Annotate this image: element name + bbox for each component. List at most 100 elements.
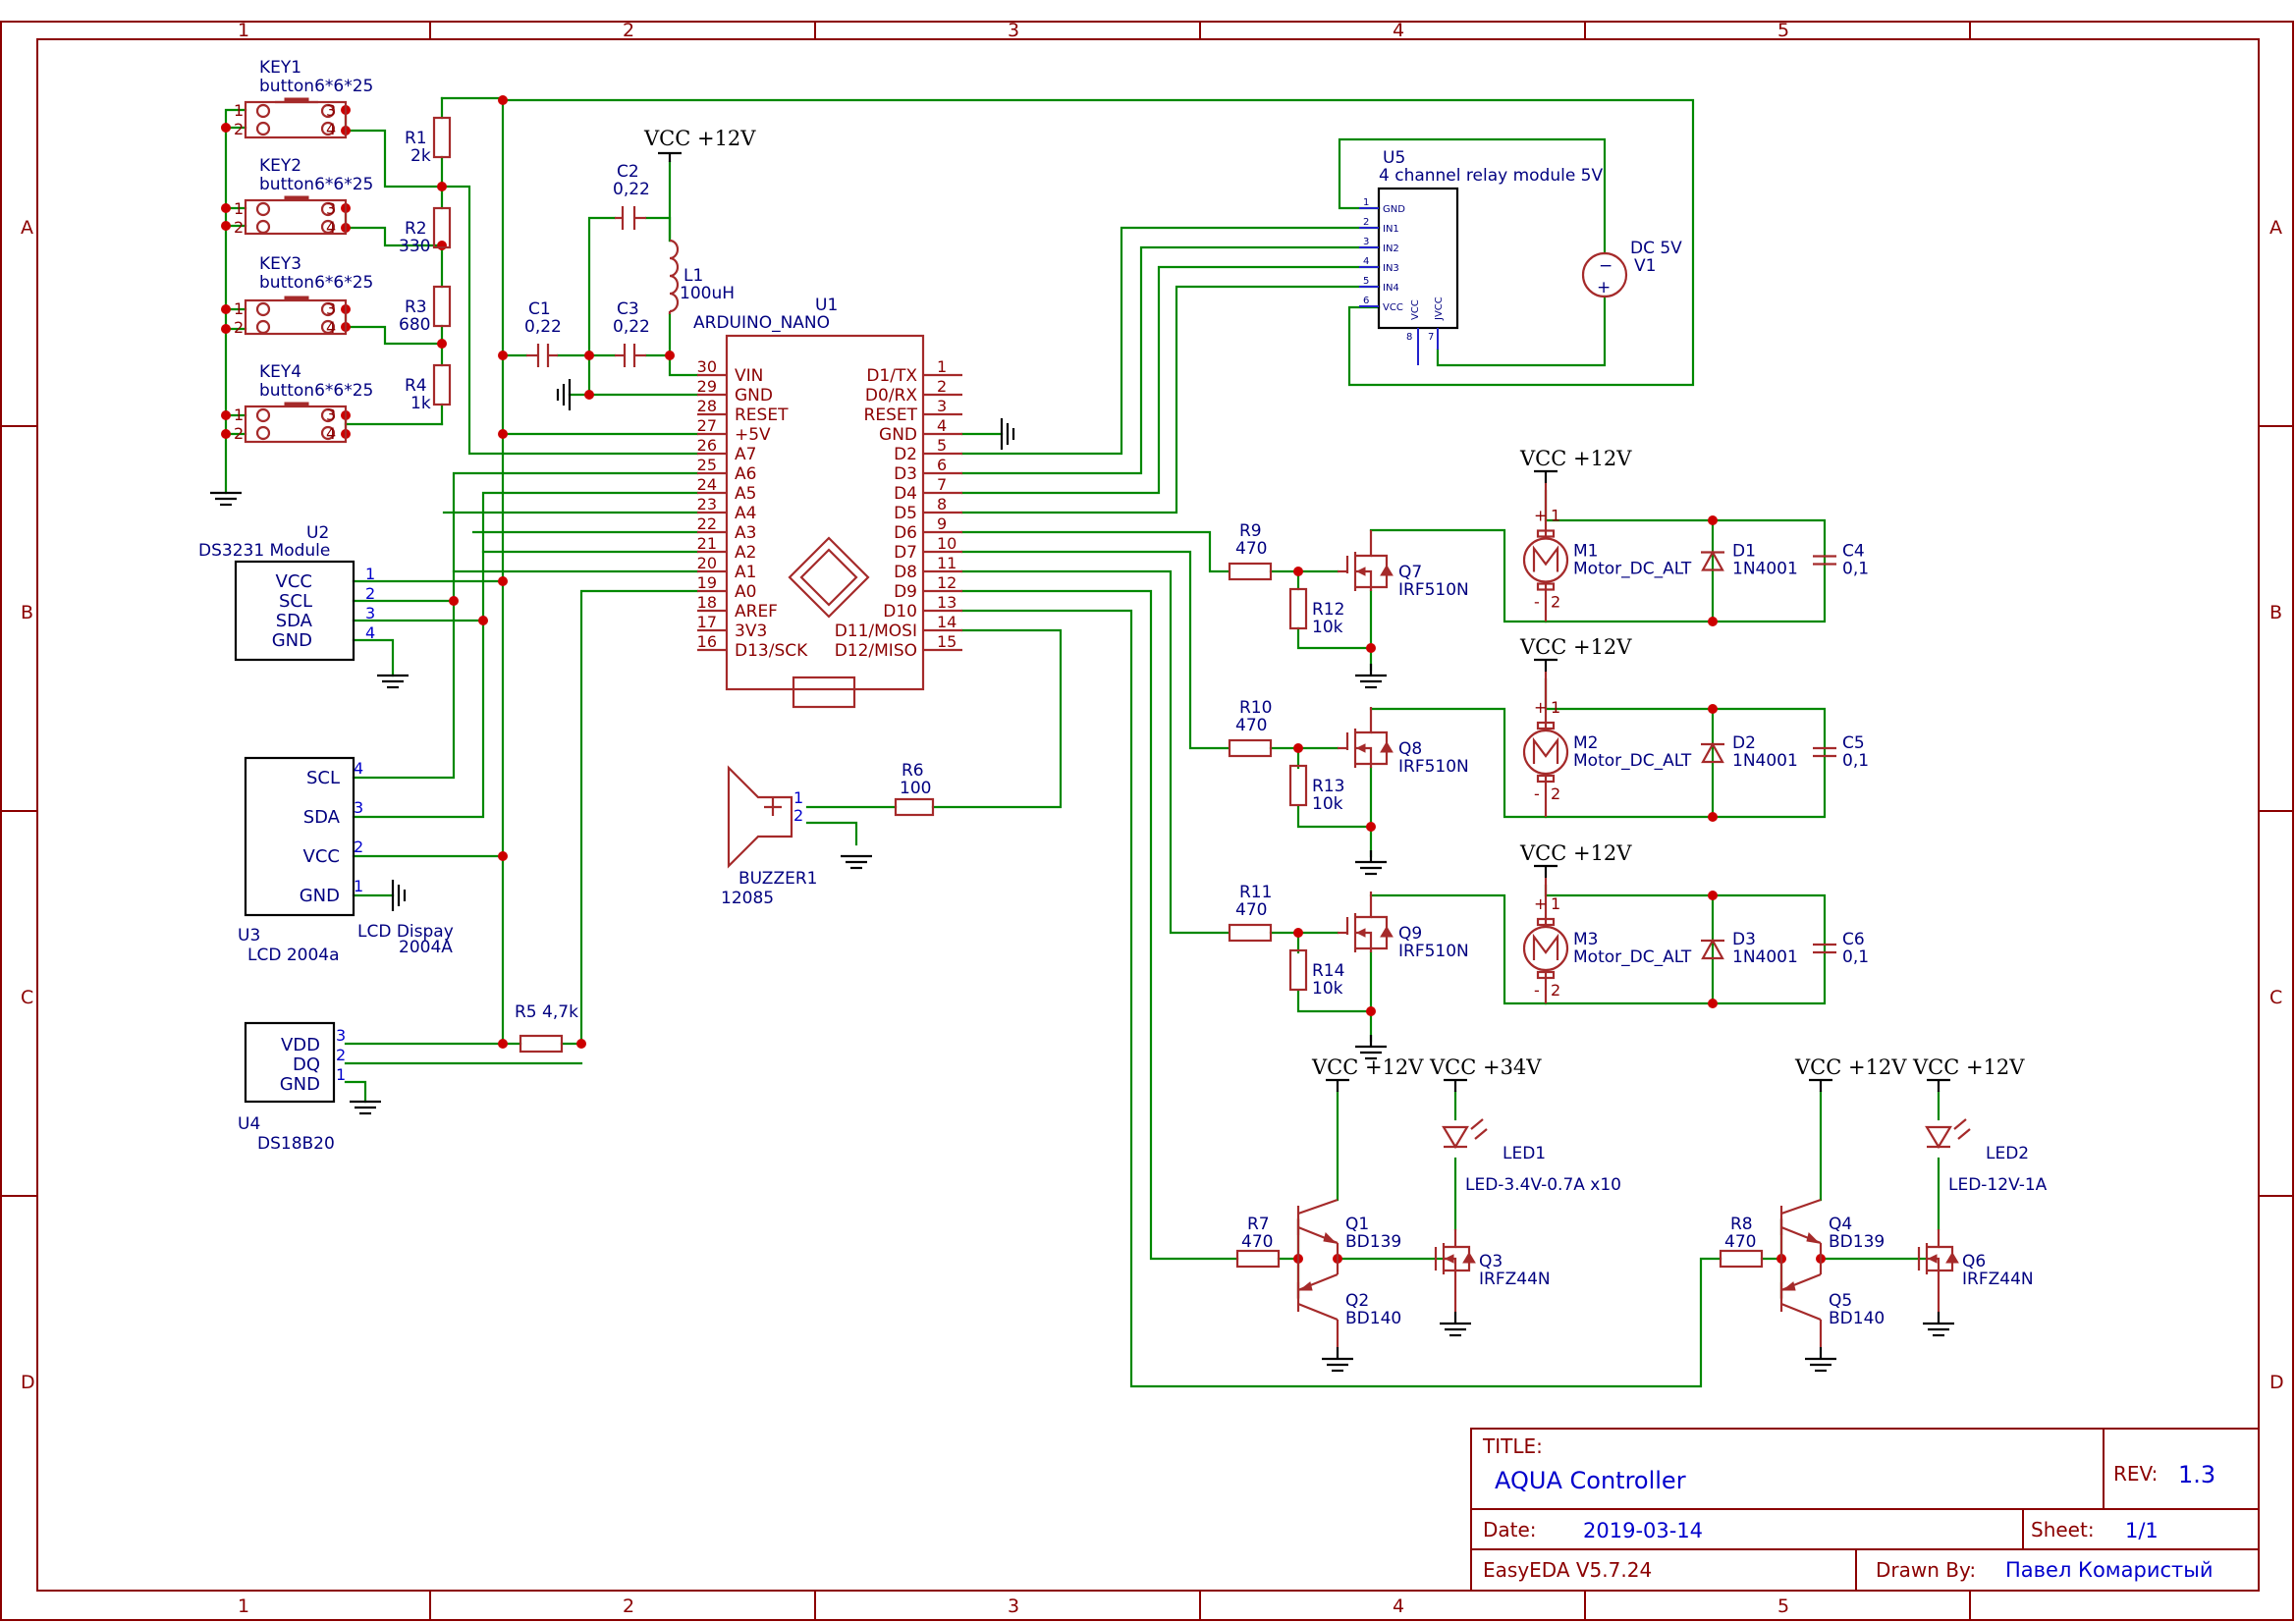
motor-brush — [1536, 582, 1556, 591]
cap-ref: C6 — [1842, 930, 1865, 949]
key3-ref: KEY3 — [259, 254, 301, 274]
npn-arrow — [1323, 1232, 1338, 1244]
row-label: C — [21, 987, 33, 1008]
svg-text:2: 2 — [336, 1046, 346, 1064]
c2-ref: C2 — [617, 162, 639, 182]
relay-pin-name: IN2 — [1383, 243, 1399, 254]
npn-collector — [1780, 1198, 1822, 1216]
relay-pin-number: 1 — [1363, 197, 1369, 208]
svg-text:8: 8 — [1406, 332, 1412, 343]
gate-resistor — [1228, 923, 1273, 943]
nano-right-pins: 1D1/TX2D0/RX3RESET4GND5D26D37D48D59D610D… — [835, 357, 962, 661]
gate-resistor-value: 470 — [1235, 539, 1267, 559]
svg-text:1: 1 — [234, 406, 244, 424]
u2-ref: U2 — [306, 523, 329, 543]
nano-pin-number: 6 — [937, 456, 947, 474]
mosfet-arrow — [1355, 928, 1366, 938]
gate-resistor-value: 470 — [1235, 900, 1267, 920]
motor-brush — [1536, 529, 1556, 538]
nano-pin-number: 23 — [697, 495, 717, 514]
fet-body-diode — [1462, 1252, 1476, 1264]
row-label: B — [21, 602, 33, 623]
mosfet-arrow — [1355, 567, 1366, 576]
relay-pin-number: 2 — [1363, 217, 1369, 228]
nano-pin-number: 14 — [937, 613, 957, 631]
nano-pin-number: 13 — [937, 593, 957, 612]
ds18b20-sensor: VDD DQ GND 3 2 1 U4 DS18B20 R5 4,7k — [238, 1002, 578, 1154]
nano-pin-number: 21 — [697, 534, 717, 553]
nano-pin-name: D2 — [894, 445, 917, 464]
power-port: VCC +12V — [1794, 1055, 1907, 1092]
nano-pin-name: A5 — [735, 484, 756, 504]
svg-text:1: 1 — [365, 565, 375, 583]
svg-text:DQ: DQ — [293, 1054, 320, 1075]
tool-label: EasyEDA V5.7.24 — [1483, 1558, 1652, 1582]
pulldown-resistor-ref: R13 — [1312, 777, 1344, 796]
date-value: 2019-03-14 — [1583, 1519, 1703, 1542]
key4: KEY4 button6*6*25 1 2 3 4 — [234, 362, 373, 444]
motor-brush — [1536, 774, 1556, 784]
motor-value: Motor_DC_ALT — [1573, 560, 1692, 579]
svg-text:1: 1 — [234, 199, 244, 218]
base-resistor — [1235, 1249, 1281, 1269]
motor-ref: M2 — [1573, 733, 1598, 753]
mosfet-source — [1355, 762, 1373, 768]
diode-ref: D2 — [1732, 733, 1756, 753]
svg-text:VCC: VCC — [276, 571, 312, 592]
nano-pin-number: 3 — [937, 397, 947, 415]
r4-value: 1k — [410, 394, 431, 413]
nano-pin-name: D11/MOSI — [835, 622, 917, 641]
svg-text:4: 4 — [326, 318, 336, 337]
svg-text:VDD: VDD — [281, 1035, 320, 1055]
col-label: 2 — [623, 1595, 634, 1617]
ground-symbol — [1355, 1035, 1387, 1060]
drawing-frame: 1 2 3 4 5 1 2 3 4 5 A B C D A B C D — [0, 20, 2294, 1621]
motor-brush — [1536, 970, 1556, 980]
motor-m-glyph — [1532, 933, 1559, 960]
wires — [224, 96, 1941, 1388]
motor-ref: M3 — [1573, 930, 1598, 949]
relay-pin-name: IN3 — [1383, 263, 1399, 274]
nano-pin-number: 5 — [937, 436, 947, 455]
power-label: VCC +12V — [1912, 1055, 2025, 1079]
svg-text:SDA: SDA — [303, 807, 341, 828]
pulldown-resistor-value: 10k — [1312, 618, 1343, 637]
svg-text:4: 4 — [326, 424, 336, 443]
motor-brush — [1536, 917, 1556, 927]
sheet-label: Sheet: — [2031, 1518, 2095, 1541]
nano-pin-number: 18 — [697, 593, 717, 612]
diode-value: 1N4001 — [1732, 560, 1798, 579]
motor-pin-one: 1 — [1551, 698, 1560, 717]
fet-ref: Q6 — [1962, 1252, 1986, 1271]
svg-text:3: 3 — [326, 406, 336, 424]
col-label: 3 — [1008, 1595, 1019, 1617]
pnp-collector — [1297, 1302, 1339, 1322]
mosfet-drain — [1355, 707, 1373, 734]
svg-text:1: 1 — [793, 788, 803, 807]
nano-pin-name: GND — [735, 386, 773, 406]
led-ref: LED1 — [1503, 1144, 1546, 1163]
fet-ref: Q3 — [1479, 1252, 1503, 1271]
svg-text:3: 3 — [336, 1026, 346, 1045]
mosfet-body-diode — [1380, 926, 1394, 938]
relay-pin-number: 5 — [1363, 276, 1369, 287]
nano-pin-number: 30 — [697, 357, 717, 376]
mosfet-value: IRF510N — [1398, 942, 1469, 961]
motor-pin-two: 2 — [1551, 784, 1560, 803]
svg-text:2: 2 — [793, 806, 803, 825]
row-label: D — [2269, 1372, 2284, 1393]
nano-pin-name: A7 — [735, 445, 756, 464]
ground-symbol — [1440, 1312, 1471, 1337]
key-resistor-ladder: R1 2k R2 330 R3 680 R4 1k — [399, 116, 452, 413]
col-label: 3 — [1008, 20, 1019, 41]
ds3231-module: U2 DS3231 Module VCC SCL SDA GND 1 2 3 4 — [198, 523, 409, 689]
base-resistor — [1719, 1249, 1764, 1269]
svg-text:2: 2 — [365, 584, 375, 603]
mosfet-ref: Q8 — [1398, 739, 1422, 759]
r1-value: 2k — [410, 146, 431, 166]
